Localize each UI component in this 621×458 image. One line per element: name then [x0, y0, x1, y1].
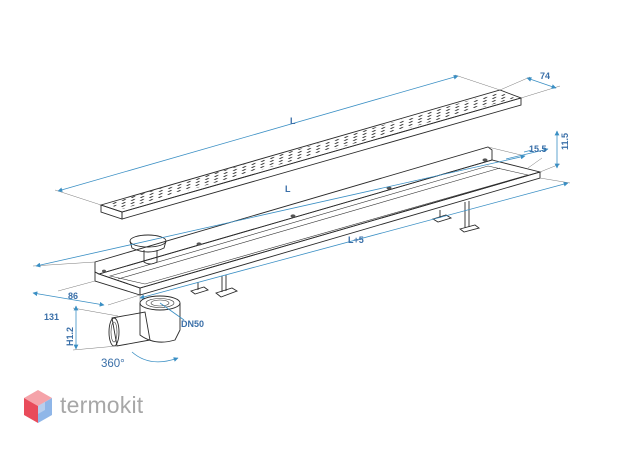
flange-width-label: 15.5 — [529, 144, 547, 154]
channel-width-dimension: 86 — [32, 280, 141, 307]
rotation-arrow: 360° — [101, 351, 179, 370]
channel-body — [94, 146, 542, 296]
height-dimensions: 131 H1.2 — [44, 305, 119, 351]
rotation-label: 360° — [101, 358, 125, 370]
channel-feet — [190, 201, 481, 298]
height-outlet-label: 131 — [44, 312, 59, 322]
grate-width-dimension: 74 — [499, 71, 561, 99]
outlet-diameter-label: DN50 — [181, 319, 204, 329]
grate-length-label: L — [290, 116, 296, 126]
flange-height-label: 11.5 — [560, 133, 570, 150]
grate-width-label: 74 — [540, 71, 550, 81]
channel-length-label: L — [285, 184, 291, 194]
termokit-logo-icon — [24, 390, 52, 423]
outlet-siphon — [108, 295, 185, 347]
brand-name: termokit — [60, 392, 144, 418]
height-h-label: H1.2 — [65, 327, 75, 346]
grate — [99, 89, 523, 220]
channel-total-dimension: L+5 — [139, 177, 571, 305]
channel-total-label: L+5 — [348, 235, 364, 245]
grate-length-dimension: L — [54, 74, 501, 206]
flange-dimensions: 15.5 11.5 — [505, 130, 570, 173]
channel-width-label: 86 — [68, 291, 78, 301]
